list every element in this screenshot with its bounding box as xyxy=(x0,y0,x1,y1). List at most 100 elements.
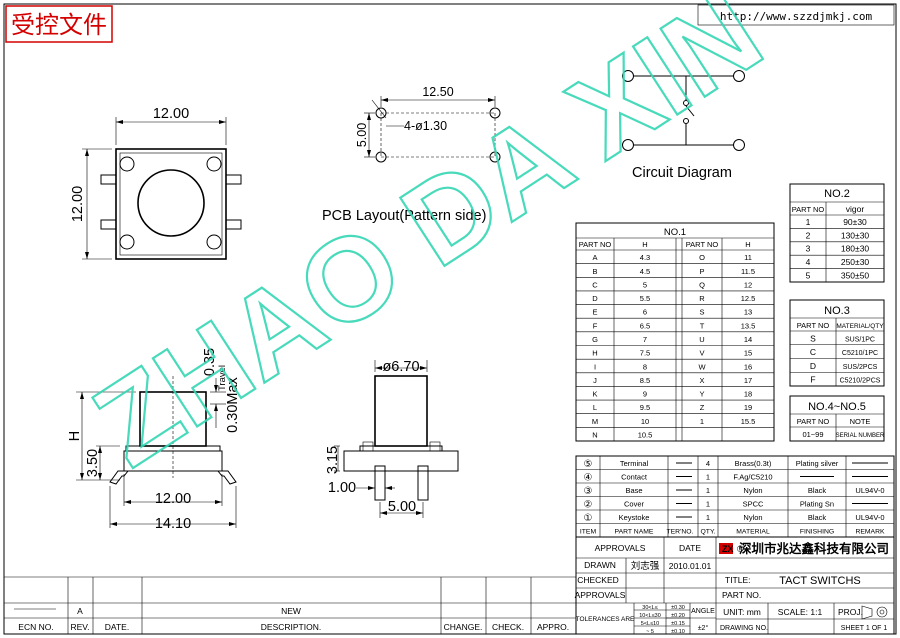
travel-max-dim: 0.30Max xyxy=(225,376,241,432)
bom-material: SPCC xyxy=(743,500,764,509)
no1-cell: 10.5 xyxy=(638,431,653,440)
revision-header: CHECK. xyxy=(492,622,524,632)
no1-cell: K xyxy=(592,390,597,399)
no45-table: NO.4~NO.5 PART NO NOTE 01~99 SERIAL NUMB… xyxy=(789,395,885,442)
no1-cell: W xyxy=(698,362,706,371)
no1-cell: 11.5 xyxy=(741,267,755,276)
bom-remark: UL94V-0 xyxy=(855,513,884,522)
bom-part-name: Base xyxy=(625,486,642,495)
revision-header: REV. xyxy=(70,622,89,632)
no1-cell: 5 xyxy=(643,280,647,289)
sheet-border xyxy=(3,3,897,635)
projection-icon xyxy=(861,605,888,620)
pin-spacing-dim: 5.00 xyxy=(388,499,416,515)
top-height-dim: 12.00 xyxy=(70,186,86,222)
no1-cell: N xyxy=(592,431,597,440)
circuit-diagram: Circuit Diagram xyxy=(622,70,745,181)
revision-header: APPRO. xyxy=(537,622,569,632)
approvals-header: APPROVALS xyxy=(595,543,646,553)
no1-cell: 16 xyxy=(744,362,752,371)
controlled-stamp-box xyxy=(5,5,113,43)
bom-material: Brass(0.3t) xyxy=(735,459,772,468)
no3-material: SUS/1PC xyxy=(845,336,875,343)
company-logo: ZX xyxy=(719,543,734,554)
bom-header: FINISHING xyxy=(800,529,834,536)
tolerance-range: 10<L≤30 xyxy=(639,613,661,619)
no1-cell: D xyxy=(592,294,598,303)
no1-cell: 6 xyxy=(643,308,647,317)
side-width-dim: 12.00 xyxy=(155,491,191,507)
approvals-label: APPROVALS xyxy=(575,590,626,600)
drawing-title: TACT SWITCHS xyxy=(779,575,860,587)
no1-cell: A xyxy=(592,253,597,262)
bom-item-number: ③ xyxy=(584,486,593,497)
angle-value: ±2° xyxy=(698,624,709,632)
no1-cell: 10 xyxy=(641,417,649,426)
drawn-date: 2010.01.01 xyxy=(669,561,712,571)
no45-title: NO.4~NO.5 xyxy=(808,401,866,413)
no1-cell: 4.3 xyxy=(640,253,650,262)
no45-partno-value: 01~99 xyxy=(802,430,823,439)
no45-note-value: SERIAL NUMBER xyxy=(836,433,885,439)
no2-vigor: 130±30 xyxy=(841,230,870,240)
no2-vigor: 350±50 xyxy=(841,271,870,281)
website-url[interactable]: http://www.szzdjmkj.com xyxy=(720,10,873,23)
bom-finishing: Plating Sn xyxy=(800,500,834,509)
no2-partno: 3 xyxy=(806,244,811,254)
no1-cell: Q xyxy=(699,280,705,289)
no1-cell: 9 xyxy=(643,390,647,399)
no1-cell: 4.5 xyxy=(640,267,650,276)
revision-block: A NEW ECN NO.REV.DATE.DESCRIPTION.CHANGE… xyxy=(4,576,576,634)
no3-partno: C xyxy=(810,347,816,357)
no1-cell: 5.5 xyxy=(640,294,650,303)
top-view-knob xyxy=(137,169,205,237)
pcb-height-dim: 5.00 xyxy=(355,123,369,147)
no1-cell: U xyxy=(699,335,704,344)
bom-qty: 1 xyxy=(706,473,710,482)
no1-header-h-2: H xyxy=(745,240,750,249)
no1-cell: 12 xyxy=(744,280,752,289)
no1-cell: T xyxy=(700,321,705,330)
drawn-by: 刘志强 xyxy=(631,560,660,572)
no2-header-vigor: vigor xyxy=(846,204,865,214)
watermark: ZHAO DA XIN xyxy=(71,0,785,493)
bom-part-name: Keystoke xyxy=(619,513,650,522)
svg-text:®: ® xyxy=(737,544,744,554)
no1-cell: X xyxy=(699,376,704,385)
no1-cell: 6.5 xyxy=(640,321,650,330)
no2-vigor: 90±30 xyxy=(843,217,867,227)
title-block: APPROVALS DATE ZX ® 深圳市兆达鑫科技有限公司 DRAWN 刘… xyxy=(575,536,895,635)
bom-part-name: Contact xyxy=(621,473,648,482)
bom-qty: 1 xyxy=(706,500,710,509)
no2-header-partno: PART NO xyxy=(792,205,825,214)
bom-item-number: ② xyxy=(584,500,593,511)
no1-cell: 9.5 xyxy=(640,403,650,412)
no1-cell: 8.5 xyxy=(640,376,650,385)
tolerance-range: 5<L≤10 xyxy=(641,621,659,627)
bom-finishing: Plating silver xyxy=(796,459,839,468)
company-name: 深圳市兆达鑫科技有限公司 xyxy=(739,541,889,556)
no3-partno: F xyxy=(810,375,815,385)
bom-material: Nylon xyxy=(743,486,762,495)
no45-header-note: NOTE xyxy=(850,417,871,426)
drawing-no-label: DRAWING NO. xyxy=(720,625,768,632)
bom-header: MATERIAL xyxy=(736,529,770,536)
no1-cell: Y xyxy=(699,390,704,399)
pcb-layout-label: PCB Layout(Pattern side) xyxy=(322,208,486,224)
part-no-label: PART NO. xyxy=(722,590,761,600)
no1-cell: 8 xyxy=(643,362,647,371)
no1-cell: 19 xyxy=(744,403,752,412)
sheet-label: SHEET 1 OF 1 xyxy=(841,625,888,632)
bom-finishing: Black xyxy=(808,486,827,495)
url-box xyxy=(697,4,895,26)
bom-item-number: ⑤ xyxy=(584,459,593,470)
revision-header: DATE. xyxy=(105,622,129,632)
unit-label: UNIT: mm xyxy=(723,607,761,617)
pcb-layout: 12.50 5.00 4-ø1.30 PCB Layout(Pattern si… xyxy=(322,85,501,224)
no2-title: NO.2 xyxy=(824,188,850,200)
tolerance-value: ±0.30 xyxy=(671,605,685,611)
no1-cell: L xyxy=(593,403,597,412)
bom-material: Nylon xyxy=(743,513,762,522)
